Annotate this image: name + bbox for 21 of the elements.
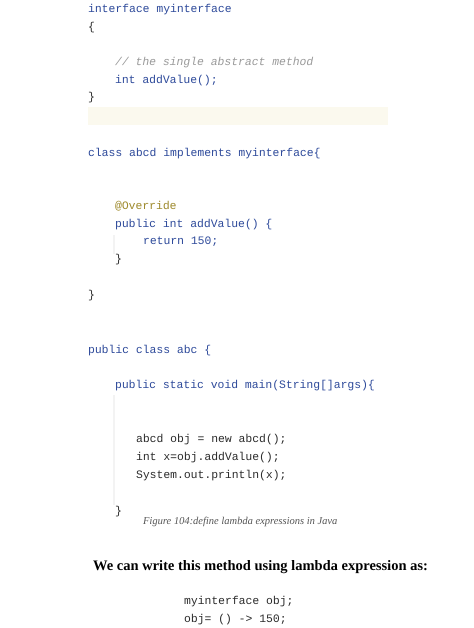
- code-line: public int addValue() {: [115, 218, 272, 232]
- code-line: }: [115, 505, 122, 519]
- code-line: @Override: [115, 200, 177, 214]
- code-line: {: [88, 21, 95, 35]
- code-line: }: [115, 253, 122, 267]
- code-line: return 150;: [143, 235, 218, 249]
- code-line: obj= () -> 150;: [184, 613, 287, 627]
- code-line: }: [88, 289, 95, 303]
- code-line: int addValue();: [115, 74, 218, 88]
- code-line: class abcd implements myinterface{: [88, 147, 320, 161]
- code-line: int x=obj.addValue();: [136, 451, 280, 465]
- figure-caption: Figure 104:define lambda expressions in Java: [143, 516, 338, 527]
- code-line: public static void main(String[]args){: [115, 379, 375, 393]
- code-line: abcd obj = new abcd();: [136, 433, 286, 447]
- code-line: }: [88, 91, 95, 105]
- code-line: public class abc {: [88, 344, 212, 358]
- code-line: System.out.println(x);: [136, 469, 286, 483]
- code-comment: // the single abstract method: [115, 56, 314, 70]
- body-text: We can write this method using lambda expression as:: [93, 558, 428, 575]
- code-line: myinterface obj;: [184, 595, 294, 609]
- code-line: interface myinterface: [88, 3, 232, 17]
